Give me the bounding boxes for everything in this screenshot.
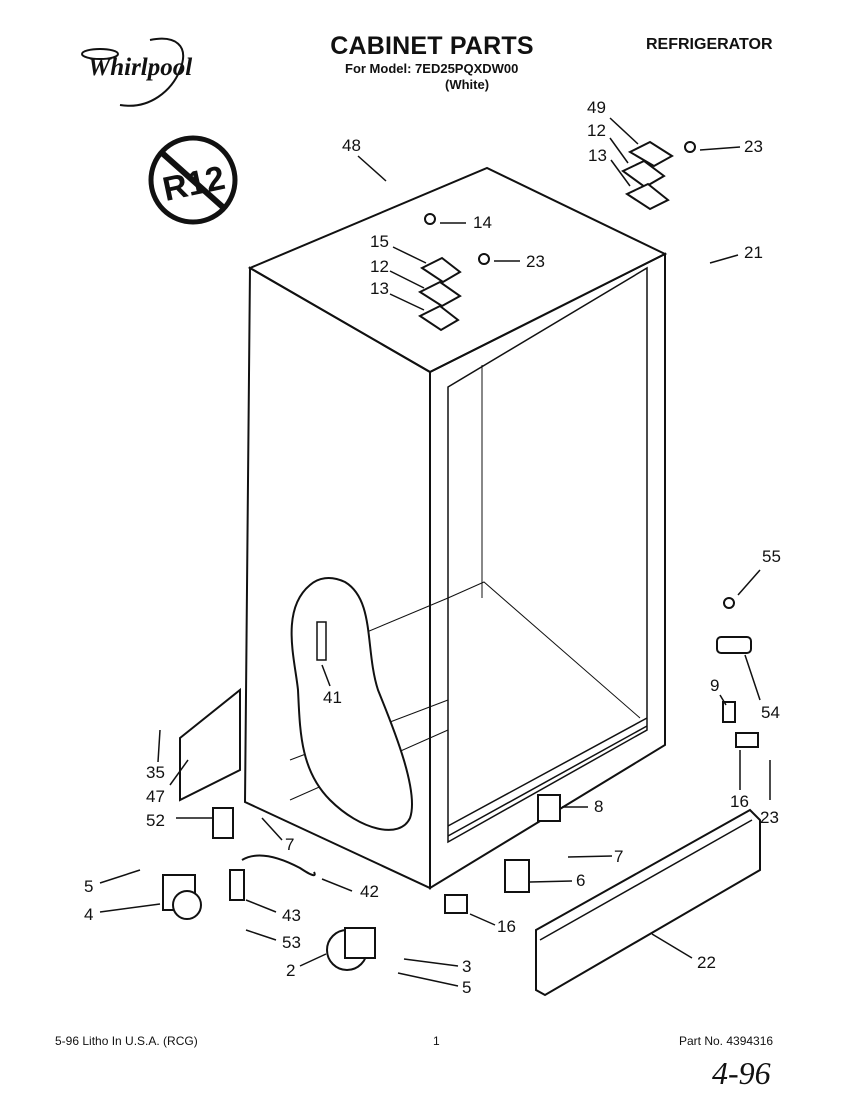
callout-label: 41 (323, 688, 342, 707)
callout-label: 16 (497, 917, 516, 936)
spring-part-41 (316, 621, 327, 661)
callout-label: 2 (286, 961, 295, 980)
callout-label: 5 (84, 877, 93, 896)
brand-logo-text: Whirlpool (88, 54, 193, 81)
callout-label: 7 (614, 847, 623, 866)
callout-label: 35 (146, 763, 165, 782)
callout-label: 52 (146, 811, 165, 830)
model-number: For Model: 7ED25PQXDW00 (345, 61, 519, 76)
insulation-cutout (290, 577, 413, 831)
callout-label: 5 (462, 978, 471, 997)
callout-label: 14 (473, 213, 492, 232)
callout-label: 13 (370, 279, 389, 298)
callout-label: 12 (370, 257, 389, 276)
part-number: Part No. 4394316 (679, 1034, 774, 1048)
r12-badge: R12 (148, 135, 238, 225)
callout-label: 48 (342, 136, 361, 155)
callout-label: 42 (360, 882, 379, 901)
callout-label: 7 (285, 835, 294, 854)
leader-lines (99, 117, 771, 987)
callout-label: 54 (761, 703, 780, 722)
page-number: 1 (433, 1034, 440, 1048)
callout-label: 21 (744, 243, 763, 262)
handwritten-note: 4-96 (712, 1055, 771, 1091)
callout-label: 53 (282, 933, 301, 952)
callout-label: 6 (576, 871, 585, 890)
model-color: (White) (445, 77, 490, 92)
callout-label: 49 (587, 98, 606, 117)
callout-numbers: 48 49 12 13 23 14 15 12 23 13 21 41 55 5… (84, 98, 781, 997)
print-info: 5-96 Litho In U.S.A. (RCG) (55, 1034, 198, 1048)
callout-label: 8 (594, 797, 603, 816)
hinge-parts (162, 140, 761, 997)
callout-label: 13 (588, 146, 607, 165)
callout-label: 43 (282, 906, 301, 925)
category-label: REFRIGERATOR (646, 36, 773, 53)
callout-label: 16 (730, 792, 749, 811)
callout-label: 55 (762, 547, 781, 566)
whirlpool-logo (81, 37, 185, 107)
callout-label: 23 (760, 808, 779, 827)
callout-label: 12 (587, 121, 606, 140)
callout-label: 22 (697, 953, 716, 972)
callout-label: 23 (526, 252, 545, 271)
callout-label: 9 (710, 676, 719, 695)
callout-label: 3 (462, 957, 471, 976)
callout-label: 4 (84, 905, 93, 924)
callout-label: 23 (744, 137, 763, 156)
callout-label: 15 (370, 232, 389, 251)
callout-label: 47 (146, 787, 165, 806)
page-title: CABINET PARTS (330, 32, 534, 60)
